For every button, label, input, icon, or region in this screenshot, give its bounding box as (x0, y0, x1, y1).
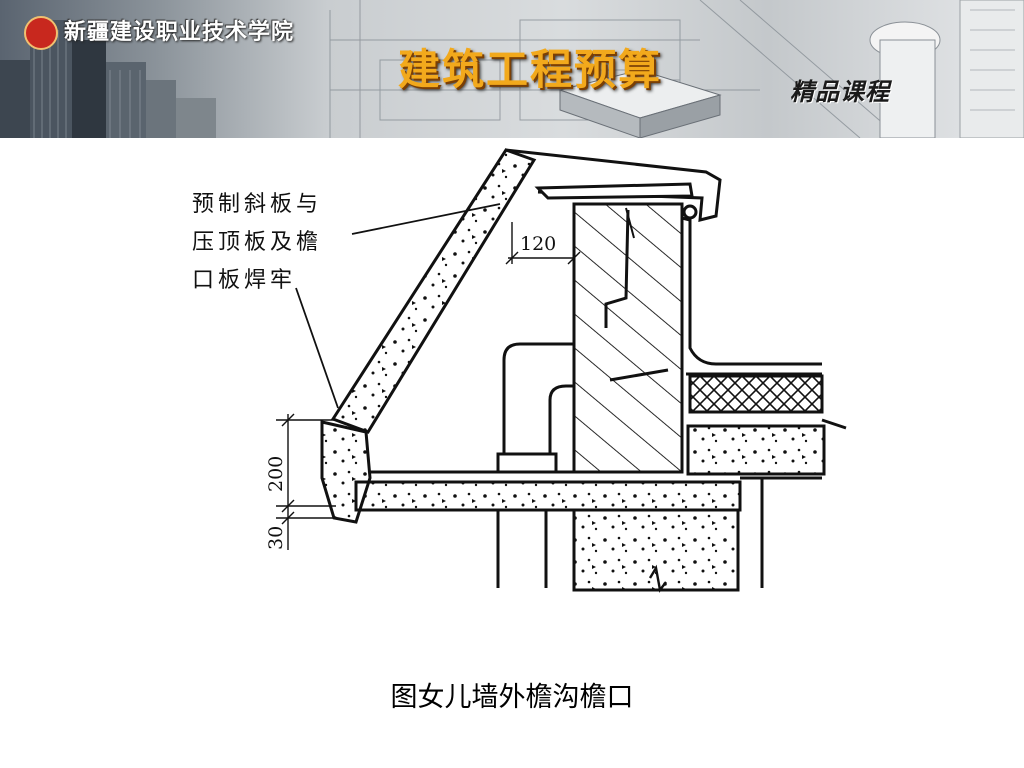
callout-leader-bottom (295, 287, 339, 409)
coping-slab (505, 148, 722, 222)
roof-slab (686, 424, 826, 476)
dimension-120-label: 120 (520, 233, 556, 255)
dimension-vertical (276, 413, 336, 550)
dimension-30-label: 30 (265, 526, 287, 550)
callout-line-1: 预制斜板与 (192, 192, 323, 217)
insulation-layer (688, 374, 824, 414)
course-title: 建筑工程预算 (398, 45, 663, 94)
gutter-bottom-slab (354, 480, 742, 512)
anchor-bar (604, 209, 630, 328)
header-banner: 新疆建设职业技术学院 建筑工程预算 精品课程 (0, 0, 1024, 138)
school-emblem-icon (24, 16, 58, 50)
sloped-precast-slab (330, 148, 537, 434)
banner-background-art (0, 0, 1024, 138)
school-name: 新疆建设职业技术学院 (64, 20, 295, 45)
lower-wall (572, 508, 740, 592)
roof-membrane (681, 216, 822, 366)
callout-line-3: 口板焊牢 (192, 268, 297, 293)
dimension-120 (505, 222, 581, 265)
callout-leader-top (351, 203, 501, 235)
eave-gutter-diagram: 120 200 30 (265, 148, 847, 593)
overflow-pipe (502, 342, 574, 456)
quality-course-tag: 精品课程 (790, 77, 890, 106)
figure-caption: 图女儿墙外檐沟檐口 (390, 682, 634, 713)
dimension-200-label: 200 (265, 456, 287, 492)
callout-line-2: 压顶板及檐 (192, 230, 323, 255)
